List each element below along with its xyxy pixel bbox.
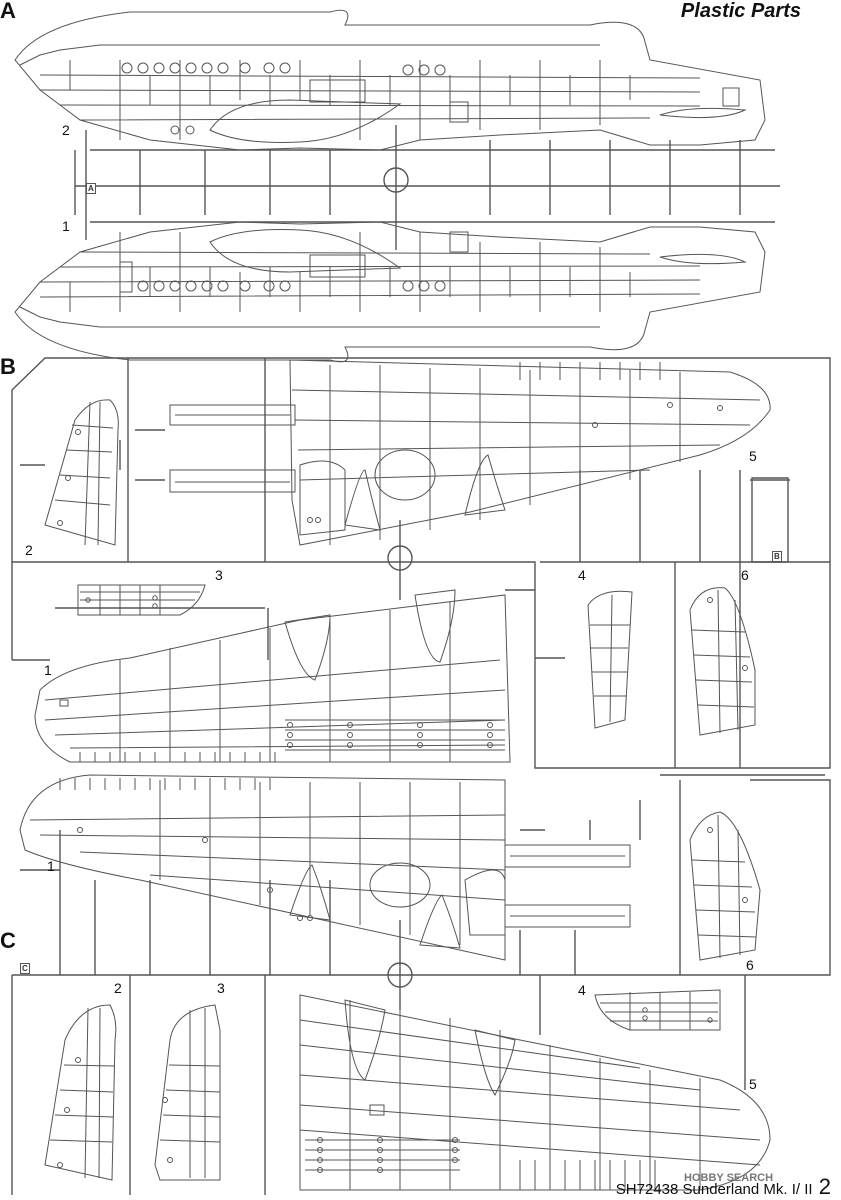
sprue-a-tag: A	[86, 183, 96, 194]
part-number-b3: 3	[215, 567, 223, 583]
page-title: Plastic Parts	[680, 0, 801, 22]
part-c1-wing	[20, 775, 630, 960]
sprue-a	[15, 10, 780, 362]
part-c2-aileron	[45, 1005, 116, 1180]
part-b5-wing	[170, 360, 770, 545]
sprue-b-tag: B	[772, 551, 782, 562]
product-code: SH72438 Sunderland Mk. I/ II	[615, 1181, 813, 1198]
part-c3-aileron	[155, 1005, 220, 1180]
part-c6-fin	[690, 812, 760, 960]
page-number: 2	[818, 1174, 831, 1199]
part-b3	[78, 585, 205, 615]
part-b4-fin	[588, 591, 632, 728]
part-b2-aileron	[45, 400, 118, 545]
sprue-b-runners	[12, 358, 830, 768]
part-a2-fuselage-half	[15, 10, 765, 150]
part-c5-wing	[300, 995, 770, 1190]
part-number-c5: 5	[749, 1076, 757, 1092]
part-b1-wing	[35, 590, 510, 762]
watermark-text: HOBBY SEARCH	[684, 1172, 774, 1184]
part-number-a2: 2	[62, 122, 70, 138]
sprue-b-letter: B	[0, 354, 16, 379]
part-number-c3: 3	[217, 980, 225, 996]
part-number-a1: 1	[62, 218, 70, 234]
part-number-c4: 4	[578, 982, 586, 998]
part-b6-fin	[690, 588, 755, 735]
part-number-b1: 1	[44, 662, 52, 678]
part-number-c1: 1	[47, 858, 55, 874]
sprue-a-letter: A	[0, 0, 16, 23]
sprue-c	[12, 775, 830, 1195]
sprue-c-runners	[12, 775, 830, 1195]
part-number-b5: 5	[749, 448, 757, 464]
sprue-b	[12, 358, 830, 768]
part-c4	[595, 990, 720, 1030]
part-number-c2: 2	[114, 980, 122, 996]
page-footer: SH72438 Sunderland Mk. I/ II 2	[616, 1174, 831, 1200]
part-a1-fuselage-half	[15, 222, 765, 362]
sprue-c-letter: C	[0, 928, 16, 953]
part-number-b6: 6	[741, 567, 749, 583]
part-number-b4: 4	[578, 567, 586, 583]
part-number-b2: 2	[25, 542, 33, 558]
sprue-c-tag: C	[20, 963, 30, 974]
part-number-c6: 6	[746, 957, 754, 973]
